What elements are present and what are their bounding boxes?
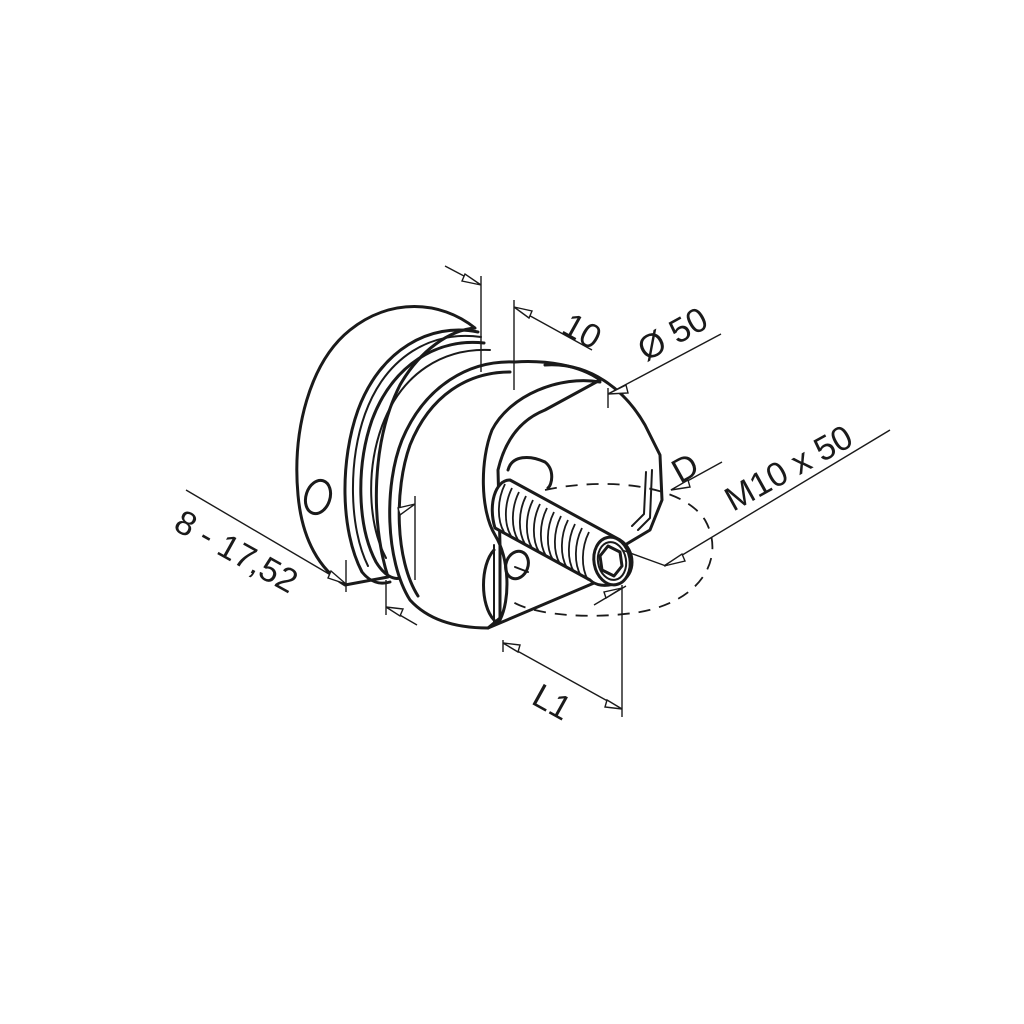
dim-label-flange-depth: 10 bbox=[556, 306, 608, 358]
hole-outline-dashed bbox=[509, 483, 714, 617]
rear-disc bbox=[295, 305, 491, 587]
dim-label-diameter: Ø 50 bbox=[631, 300, 714, 369]
dim-label-hole-diameter: D bbox=[665, 446, 705, 491]
threaded-bolt bbox=[490, 478, 634, 587]
dim-label-bolt: M10 x 50 bbox=[718, 418, 859, 519]
dimension-lines bbox=[185, 265, 891, 717]
dim-label-glass-thickness: 8 - 17,52 bbox=[168, 503, 304, 601]
dim-label-length: L1 bbox=[526, 677, 578, 729]
